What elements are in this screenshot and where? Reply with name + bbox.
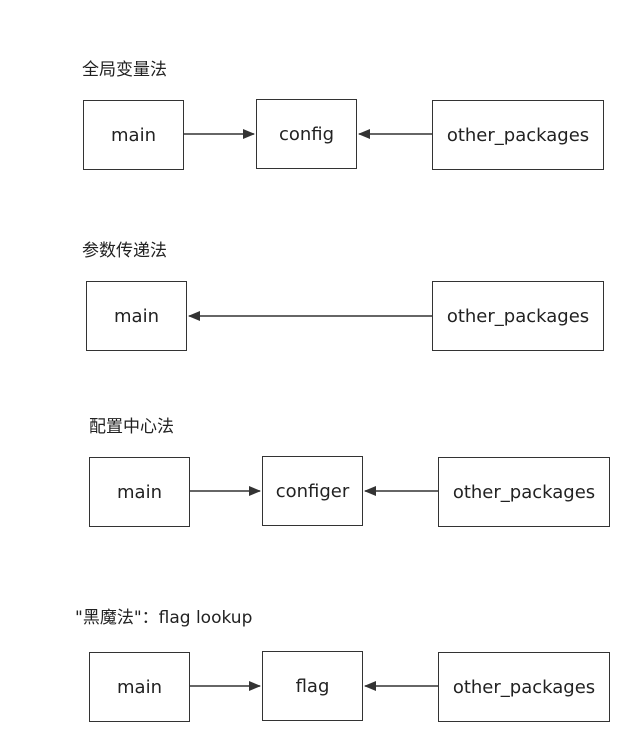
box-main: main — [83, 100, 184, 170]
box-other-packages: other_packages — [438, 457, 610, 527]
section-title-black-magic: "黑魔法"：flag lookup — [75, 608, 253, 628]
section-title-config-center: 配置中心法 — [89, 417, 174, 437]
box-other-packages: other_packages — [432, 100, 604, 170]
section-title-global-variable: 全局变量法 — [82, 60, 167, 80]
box-main: main — [89, 457, 190, 527]
box-other-packages: other_packages — [432, 281, 604, 351]
box-configer: configer — [262, 456, 363, 526]
box-flag: flag — [262, 651, 363, 721]
box-main: main — [86, 281, 187, 351]
box-main: main — [89, 652, 190, 722]
box-config: config — [256, 99, 357, 169]
box-other-packages: other_packages — [438, 652, 610, 722]
section-title-parameter-passing: 参数传递法 — [82, 241, 167, 261]
